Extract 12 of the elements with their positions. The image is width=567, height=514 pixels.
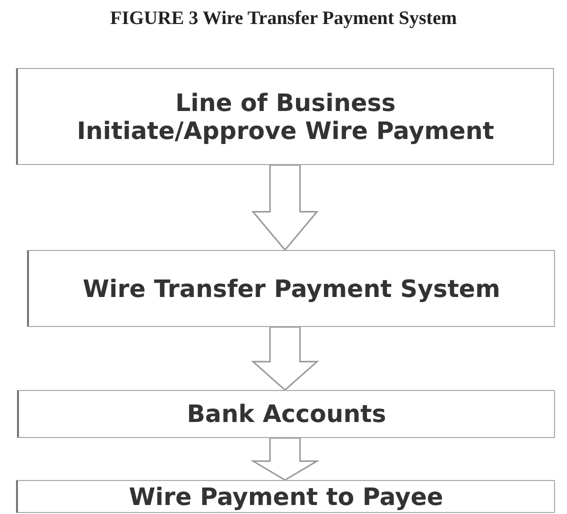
process-box	[17, 390, 555, 438]
box-label: Bank Accounts	[186, 400, 386, 428]
process-box	[16, 68, 554, 165]
block-arrow	[250, 437, 320, 481]
block-arrow	[251, 326, 319, 391]
process-box	[27, 250, 555, 327]
box-label: Line of Business Initiate/Approve Wire Payment	[76, 88, 496, 144]
block-arrow	[251, 164, 319, 252]
box-label: Wire Transfer Payment System	[82, 274, 500, 302]
box-label: Wire Payment to Payee	[128, 482, 444, 510]
figure-title: FIGURE 3 Wire Transfer Payment System	[109, 7, 458, 31]
process-box	[16, 480, 555, 513]
